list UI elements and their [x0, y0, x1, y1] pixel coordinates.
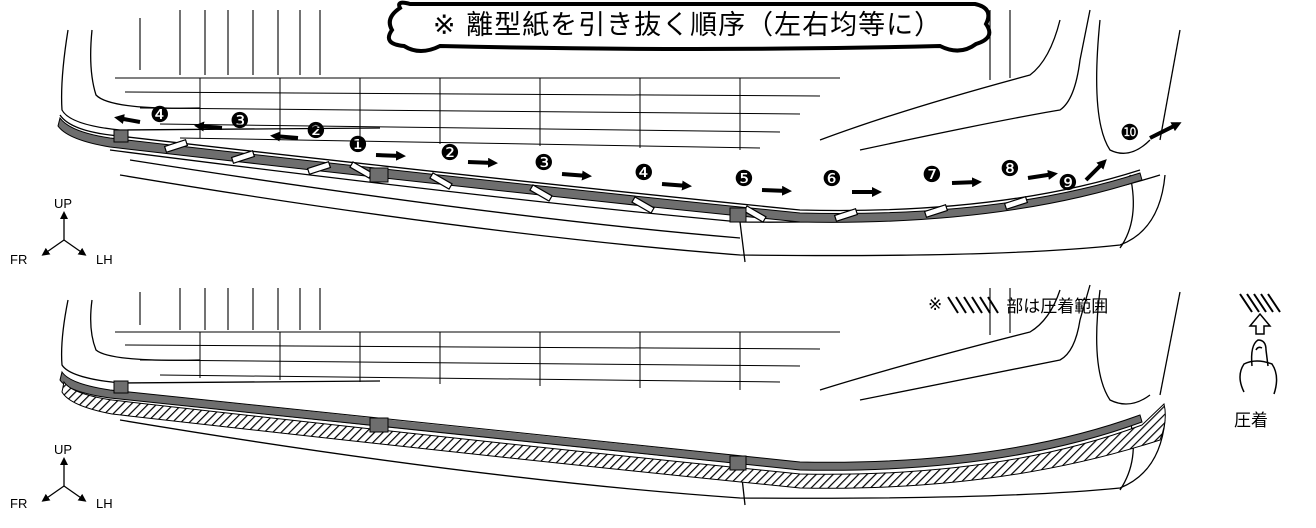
- instruction-title: ※ 離型紙を引き抜く順序（左右均等に）: [432, 9, 943, 41]
- axis-lh-label-2: LH: [96, 496, 113, 511]
- axis-indicator-top: [41, 211, 87, 256]
- finger-icon: [1239, 339, 1278, 395]
- step-badge-left-1: ❹: [150, 103, 170, 128]
- note-text: 部は圧着範囲: [1006, 297, 1109, 317]
- axis-indicator-bottom: [41, 457, 87, 502]
- press-up-arrow-icon: [1248, 312, 1272, 335]
- cloud-callout: [387, 0, 992, 53]
- step-badge-right-2: ❷: [440, 141, 460, 166]
- axis-fr-label-2: FR: [10, 496, 28, 511]
- press-hatch-icon: [1239, 293, 1281, 313]
- axis-lh-label: LH: [96, 252, 113, 267]
- axis-up-label: UP: [54, 196, 73, 211]
- step-badge-left-3: ❷: [306, 119, 326, 144]
- bottom-tape-clips: [113, 380, 747, 471]
- step-badge-right-10: ❿: [1120, 121, 1140, 146]
- axis-fr-label: FR: [10, 252, 28, 267]
- press-area-note: ※ 部は圧着範囲: [928, 292, 1109, 318]
- bottom-bumper: [60, 284, 1181, 506]
- step-badge-right-3: ❸: [534, 151, 554, 176]
- top-tape-strip: [57, 116, 1143, 223]
- pull-tabs: [163, 138, 1029, 223]
- axis-up-label-2: UP: [54, 442, 73, 457]
- tape-clips: [113, 129, 747, 223]
- step-arrows-left: [114, 114, 299, 142]
- press-area-hatch: [61, 380, 1166, 489]
- step-badge-right-4: ❹: [634, 161, 654, 186]
- press-label: 圧着: [1234, 411, 1268, 431]
- step-badge-left-2: ❸: [230, 109, 250, 134]
- step-arrows-right: [375, 122, 1182, 197]
- step-badge-right-7: ❼: [922, 163, 942, 188]
- hatch-sample-icon: [947, 295, 1000, 314]
- step-badge-right-8: ❽: [1000, 157, 1020, 182]
- top-bumper: [59, 9, 1181, 263]
- step-badge-right-9: ❾: [1058, 171, 1078, 196]
- note-prefix: ※: [928, 294, 943, 315]
- step-badge-right-1: ❶: [348, 133, 368, 158]
- step-badge-right-6: ❻: [822, 167, 842, 192]
- step-badge-right-5: ❺: [734, 167, 754, 192]
